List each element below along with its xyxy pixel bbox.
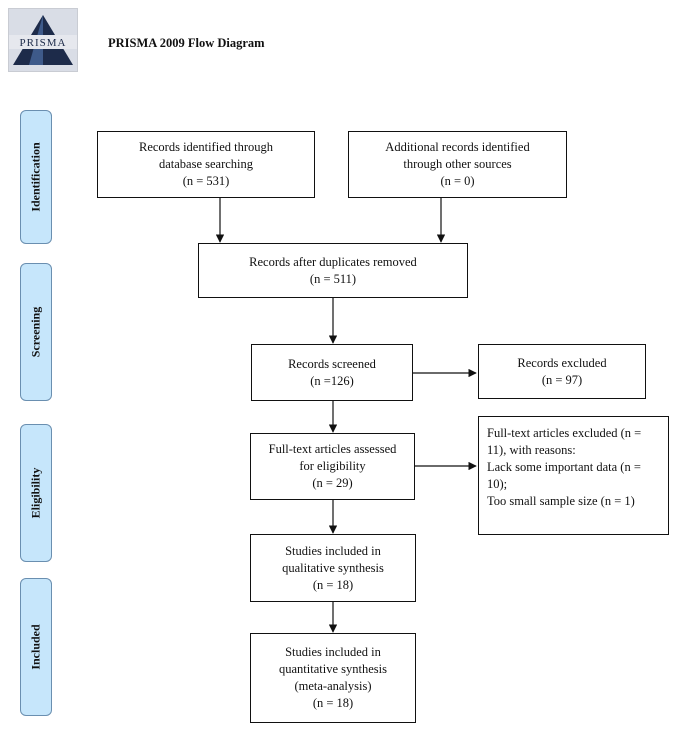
phase-screening: Screening — [20, 263, 52, 401]
box-line: Records after duplicates removed — [249, 254, 417, 269]
box-qualitative-synthesis: Studies included in qualitative synthesi… — [250, 534, 416, 602]
box-line: Studies included in — [285, 543, 381, 558]
box-line: Full-text articles excluded (n = — [487, 426, 642, 440]
box-line: through other sources — [403, 157, 512, 171]
phase-eligibility: Eligibility — [20, 424, 52, 562]
box-line: 11), with reasons: — [487, 443, 576, 457]
box-line: database searching — [158, 157, 254, 171]
box-line: Records identified through — [139, 140, 273, 154]
box-line: Full-text articles assessed — [268, 442, 397, 456]
box-line: Lack some important data (n = — [487, 460, 641, 474]
box-line: (n = 511) — [309, 271, 357, 286]
box-line: Records excluded — [517, 355, 607, 370]
box-line: (meta-analysis) — [294, 679, 372, 693]
box-line: (n = 0) — [440, 174, 475, 188]
box-line: (n =126) — [310, 373, 354, 388]
box-quantitative-synthesis: Studies included in quantitative synthes… — [250, 633, 416, 723]
box-line: quantitative synthesis — [279, 662, 387, 676]
box-records-excluded: Records excluded (n = 97) — [478, 344, 646, 399]
page-title: PRISMA 2009 Flow Diagram — [108, 36, 265, 50]
prisma-logo-graphic: PRISMA — [9, 15, 77, 65]
box-line: (n = 29) — [312, 476, 353, 490]
box-line: Additional records identified — [385, 140, 530, 154]
box-line: (n = 531) — [182, 174, 230, 188]
box-database-searching: Records identified through database sear… — [97, 131, 315, 198]
box-fulltext-assessed: Full-text articles assessed for eligibil… — [250, 433, 415, 500]
logo-text: PRISMA — [20, 37, 67, 49]
box-line: (n = 18) — [312, 577, 354, 592]
box-other-sources: Additional records identified through ot… — [348, 131, 567, 198]
box-line: 10); — [487, 477, 508, 491]
prisma-logo: PRISMA — [8, 8, 78, 72]
box-fulltext-excluded: Full-text articles excluded (n = 11), wi… — [478, 416, 669, 535]
box-line: Records screened — [288, 356, 376, 371]
box-line: Studies included in — [285, 645, 381, 659]
box-line: (n = 18) — [312, 696, 354, 710]
box-duplicates-removed: Records after duplicates removed (n = 51… — [198, 243, 468, 298]
phase-included: Included — [20, 578, 52, 716]
box-line: for eligibility — [299, 459, 366, 473]
box-records-screened: Records screened (n =126) — [251, 344, 413, 401]
box-line: qualitative synthesis — [282, 560, 384, 575]
box-line: Too small sample size (n = 1) — [487, 494, 635, 508]
box-line: (n = 97) — [541, 372, 583, 387]
phase-identification: Identification — [20, 110, 52, 244]
